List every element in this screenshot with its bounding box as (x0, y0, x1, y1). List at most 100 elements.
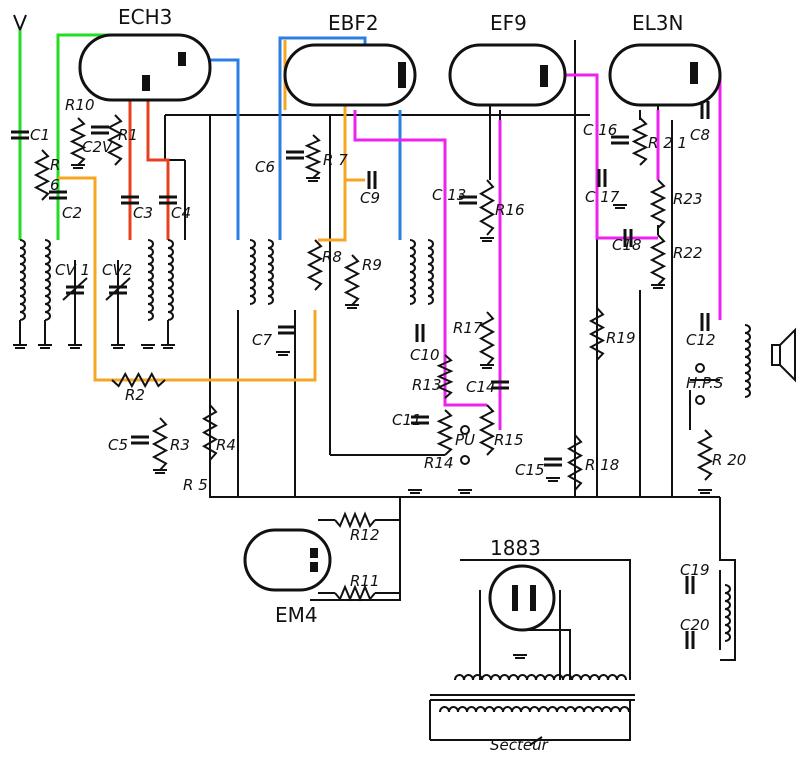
variable-capacitor-arrow (105, 277, 131, 301)
resistor-r15 (478, 404, 496, 456)
tube-ebf2 (283, 43, 417, 107)
capacitor-c15 (544, 457, 562, 467)
ground-icon (480, 237, 494, 242)
ground-icon (480, 364, 494, 369)
if-wire-1 (200, 58, 240, 240)
label-r21: R 2 1 (648, 134, 687, 152)
output-transformer (744, 324, 751, 398)
label-c10: C10 (410, 346, 440, 364)
label-cv2: CV2 (102, 261, 132, 279)
ground-icon (161, 344, 175, 349)
label-r3: R3 (170, 436, 190, 454)
resistor-r21 (631, 117, 649, 166)
label-r6-num: 6 (50, 176, 60, 194)
if-wire-2 (278, 36, 367, 240)
ground-icon (276, 351, 290, 356)
label-c9: C9 (360, 189, 380, 207)
transformer-core (430, 694, 635, 701)
ground-icon (71, 164, 85, 169)
label-r2: R2 (125, 386, 145, 404)
label-r8: R8 (322, 248, 342, 266)
label-r20: R 20 (712, 451, 746, 469)
resistor-r8 (306, 239, 324, 291)
capacitor-c12 (700, 313, 710, 331)
tube-label-ef9: EF9 (490, 11, 527, 35)
capacitor-c17 (597, 169, 607, 187)
if-transformer-1-secondary (267, 239, 274, 305)
if-transformer-2-primary (409, 239, 416, 305)
ground-icon (306, 177, 320, 182)
label-r5: R 5 (183, 476, 208, 494)
wiring (19, 40, 736, 741)
oscillator-coil (147, 239, 154, 321)
resistor-r2 (111, 371, 166, 389)
label-c18: C18 (612, 236, 642, 254)
label-r23: R23 (673, 190, 703, 208)
resistor-r22 (649, 234, 667, 286)
label-cv1: CV 1 (55, 261, 90, 279)
label-c12: C12 (686, 331, 716, 349)
capacitor-c20 (685, 631, 695, 649)
label-r22: R22 (673, 244, 703, 262)
capacitor-c6 (286, 150, 304, 160)
label-c19: C19 (680, 561, 710, 579)
ground-icon (38, 344, 52, 349)
tube-em4 (243, 528, 332, 592)
capacitor-c13 (459, 195, 477, 205)
ground-icon (111, 344, 125, 349)
ground-icon (345, 304, 359, 309)
label-r19: R19 (606, 329, 636, 347)
terminal-jack (460, 425, 470, 435)
oscillator-wires (128, 95, 170, 240)
resistor-r18 (566, 434, 584, 491)
resistor-r20 (696, 429, 714, 481)
label-c8: C8 (690, 126, 710, 144)
label-c3: C3 (133, 204, 153, 222)
resistor-r16 (478, 179, 496, 236)
ground-icon (68, 344, 82, 349)
tube-label-ebf2: EBF2 (328, 11, 379, 35)
label-c14: C14 (466, 378, 496, 396)
tube-ech3 (78, 33, 212, 102)
filter-choke (724, 584, 731, 642)
tube-1883 (488, 564, 556, 632)
resistor-r1 (106, 114, 124, 166)
label-c13: C 13 (432, 186, 466, 204)
af-wire-1 (353, 110, 487, 407)
resistor-r11 (334, 584, 376, 602)
variable-capacitor (66, 285, 84, 295)
label-hps: H.P.S (686, 374, 724, 392)
label-r1: R1 (118, 126, 138, 144)
label-r16: R16 (495, 201, 525, 219)
capacitor-c19 (685, 576, 695, 594)
antenna-icon (13, 14, 27, 31)
components (11, 14, 796, 746)
terminal-jack (460, 455, 470, 465)
resistor-r12 (334, 511, 376, 529)
label-r13: R13 (412, 376, 442, 394)
terminal-jack (695, 395, 705, 405)
tube-label-el3n: EL3N (632, 11, 683, 35)
ground-icon (613, 204, 627, 209)
if-transformer-1-primary (249, 239, 256, 305)
ground-icon (141, 344, 155, 349)
capacitor-c11 (411, 415, 429, 425)
terminal-jack (695, 363, 705, 373)
label-r6: R (50, 156, 60, 174)
label-c1: C1 (30, 126, 50, 144)
capacitor-c9 (367, 171, 377, 189)
label-c17: C 17 (585, 188, 620, 206)
label-r18: R 18 (585, 456, 619, 474)
ground-icon (698, 489, 712, 494)
label-r15: R15 (494, 431, 524, 449)
label-r7: R 7 (323, 151, 348, 169)
variable-capacitor (109, 285, 127, 295)
label-c7: C7 (252, 331, 272, 349)
capacitor-c8 (700, 101, 710, 119)
label-r12: R12 (350, 526, 380, 544)
resistor-r19 (588, 307, 606, 361)
label-r10: R10 (65, 96, 95, 114)
ground-icon (546, 477, 560, 482)
capacitor-c1 (11, 130, 29, 140)
